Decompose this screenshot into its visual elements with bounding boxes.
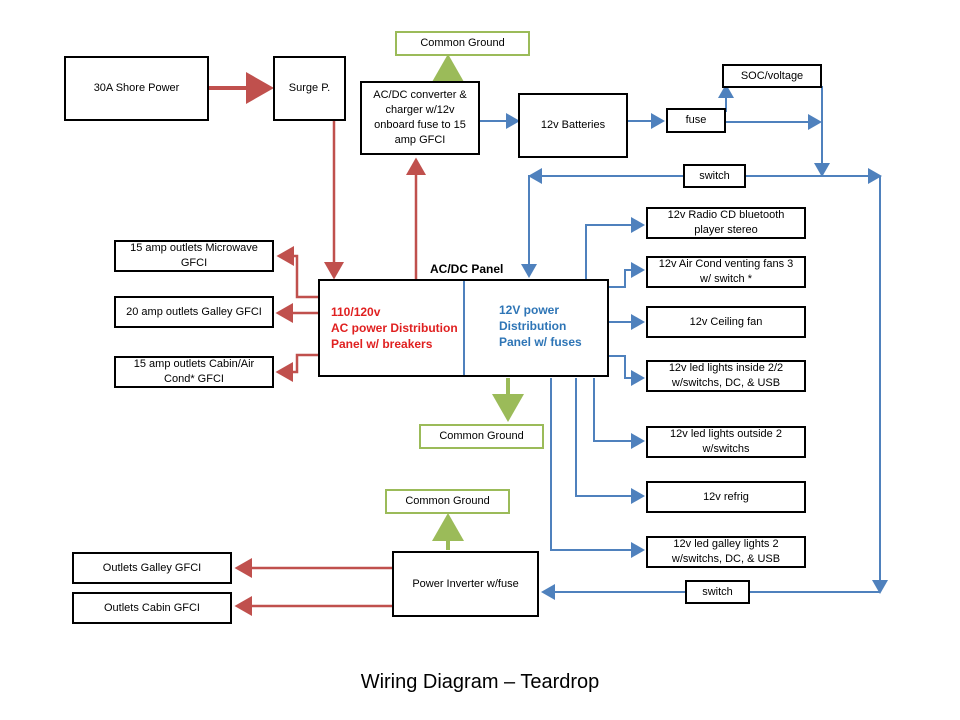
dc-panel-line-3: Panel w/ fuses: [499, 335, 582, 349]
soc-voltage-box: SOC/voltage: [722, 64, 822, 88]
outlet-galley-box: 20 amp outlets Galley GFCI: [114, 296, 274, 328]
inverter-box: Power Inverter w/fuse: [392, 551, 539, 617]
refrig-box: 12v refrig: [646, 481, 806, 513]
outlets-galley-inverter-box: Outlets Galley GFCI: [72, 552, 232, 584]
panel-to-led-outside-connector: [593, 378, 645, 449]
shore-power-label: 30A Shore Power: [93, 82, 180, 94]
acdc-panel-box: [318, 279, 609, 377]
surge-protector-label: Surge P.: [288, 82, 331, 94]
converter-label: AC/DC converter & charger w/12v onboard …: [373, 89, 467, 146]
fuse-box: fuse: [666, 108, 726, 133]
outlet-cabin-box: 15 amp outlets Cabin/Air Cond* GFCI: [114, 356, 274, 388]
galley-lights-box: 12v led galley lights 2 w/switchs, DC, &…: [646, 536, 806, 568]
aircond-label: 12v Air Cond venting fans 3 w/ switch *: [658, 258, 794, 285]
outlet-galley-label: 20 amp outlets Galley GFCI: [126, 305, 262, 318]
batteries-label: 12v Batteries: [540, 119, 606, 131]
panel-to-led-inside-connector: [608, 355, 645, 386]
led-outside-label: 12v led lights outside 2 w/switchs: [670, 428, 782, 455]
panel-to-cabin-outlet-connector: [275, 353, 318, 382]
dc-panel-line-2: Distribution: [499, 319, 567, 333]
panel-to-refrig-connector: [575, 378, 645, 504]
galley-lights-label: 12v led galley lights 2 w/switchs, DC, &…: [671, 538, 781, 565]
outlet-cabin-label: 15 amp outlets Cabin/Air Cond* GFCI: [133, 358, 255, 385]
ceiling-fan-label: 12v Ceiling fan: [689, 315, 763, 328]
radio-box: 12v Radio CD bluetooth player stereo: [646, 207, 806, 239]
switch-bottom-box: switch: [685, 580, 750, 604]
aircond-box: 12v Air Cond venting fans 3 w/ switch *: [646, 256, 806, 288]
outlet-microwave-box: 15 amp outlets Microwave GFCI: [114, 240, 274, 272]
switch-top-box: switch: [683, 164, 746, 188]
ground-connectors: [432, 54, 524, 550]
common-ground-mid-box: Common Ground: [419, 424, 544, 449]
outlets-cabin-inverter-label: Outlets Cabin GFCI: [104, 601, 200, 614]
radio-label: 12v Radio CD bluetooth player stereo: [667, 209, 785, 236]
panel-to-radio-connector: [585, 217, 645, 280]
led-inside-box: 12v led lights inside 2/2 w/switchs, DC,…: [646, 360, 806, 392]
outlets-cabin-inverter-box: Outlets Cabin GFCI: [72, 592, 232, 624]
panel-to-microwave-outlet-connector: [276, 246, 318, 299]
led-inside-label: 12v led lights inside 2/2 w/switchs, DC,…: [668, 362, 784, 389]
shore-power-box: 30A Shore Power: [64, 56, 209, 121]
ac-panel-text: 110/120v AC power Distribution Panel w/ …: [331, 304, 458, 352]
dc-connectors: [480, 79, 888, 600]
diagram-title: Wiring Diagram – Teardrop: [360, 671, 600, 693]
common-ground-mid-label: Common Ground: [439, 430, 524, 442]
fuse-label: fuse: [685, 114, 707, 126]
ceiling-fan-box: 12v Ceiling fan: [646, 306, 806, 338]
ac-panel-line-1: 110/120v: [331, 305, 381, 319]
acdc-panel-title: AC/DC Panel: [430, 262, 504, 276]
panel-to-aircond-connector: [608, 262, 645, 288]
common-ground-low-box: Common Ground: [385, 489, 510, 514]
surge-protector-box: Surge P.: [273, 56, 346, 121]
soc-voltage-label: SOC/voltage: [740, 69, 804, 82]
outlet-microwave-label: 15 amp outlets Microwave GFCI: [130, 242, 258, 269]
dc-panel-line-1: 12V power: [499, 303, 560, 317]
batteries-box: 12v Batteries: [518, 93, 628, 158]
converter-box: AC/DC converter & charger w/12v onboard …: [360, 81, 480, 155]
panel-to-galley-lights-connector: [550, 378, 645, 558]
dc-panel-text: 12V power Distribution Panel w/ fuses: [499, 302, 582, 350]
ac-panel-line-2: AC power Distribution: [331, 321, 458, 335]
inverter-label: Power Inverter w/fuse: [412, 577, 519, 590]
led-outside-box: 12v led lights outside 2 w/switchs: [646, 426, 806, 458]
outlets-galley-inverter-label: Outlets Galley GFCI: [102, 561, 202, 574]
refrig-label: 12v refrig: [703, 490, 749, 503]
common-ground-top-label: Common Ground: [420, 37, 505, 49]
common-ground-low-label: Common Ground: [405, 495, 490, 507]
common-ground-top-box: Common Ground: [395, 31, 530, 56]
switch-top-label: switch: [699, 169, 730, 182]
switch-bottom-label: switch: [702, 585, 733, 598]
ac-connectors: [209, 72, 426, 616]
ac-panel-line-3: Panel w/ breakers: [331, 337, 433, 351]
